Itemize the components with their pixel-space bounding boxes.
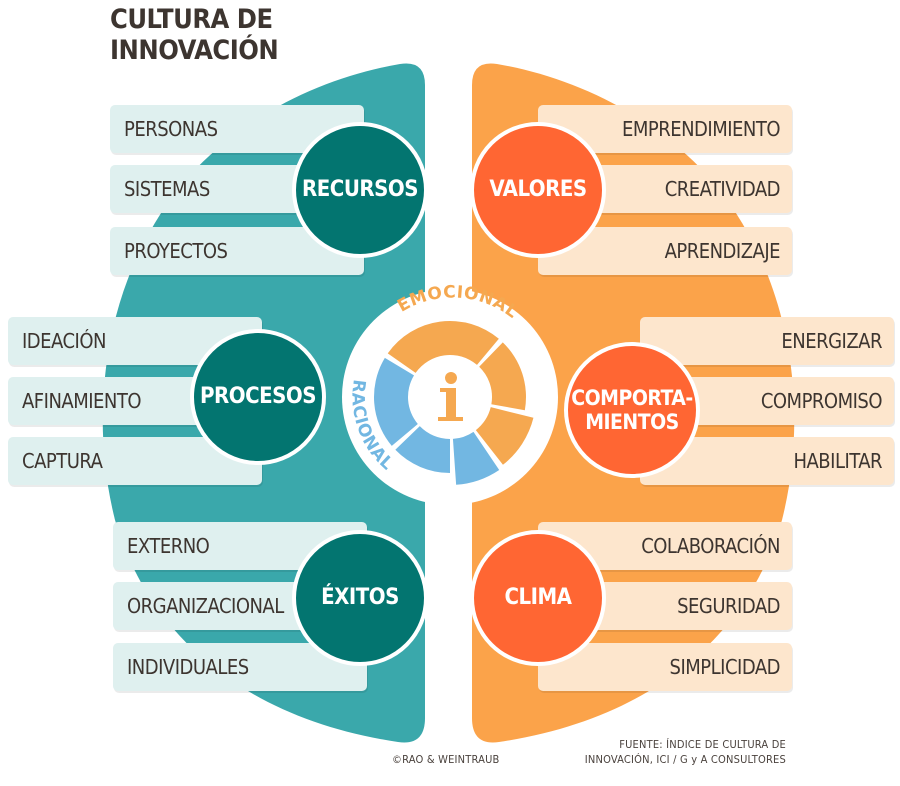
donut-segment [452, 431, 500, 485]
source-line-1: FUENTE: ÍNDICE DE CULTURA DE [619, 738, 786, 751]
procesos-circle: PROCESOS [190, 329, 326, 465]
donut-segment [387, 321, 499, 373]
info-icon [438, 372, 463, 421]
center-donut [373, 321, 534, 485]
exitos-circle: ÉXITOS [292, 530, 428, 666]
comportamientos-circle: COMPORTA- MIENTOS [564, 342, 700, 478]
donut-segment [475, 407, 534, 465]
donut-segment [479, 342, 527, 411]
recursos-circle: RECURSOS [292, 122, 428, 258]
source-text: FUENTE: ÍNDICE DE CULTURA DE INNOVACIÓN,… [585, 737, 786, 767]
item-energizar: ENERGIZAR [640, 317, 894, 365]
item-aprendizaje: APRENDIZAJE [538, 227, 792, 275]
page-title: CULTURA DE INNOVACIÓN [110, 4, 279, 66]
donut-segment [373, 357, 418, 446]
clima-circle: CLIMA [470, 530, 606, 666]
item-ideacion: IDEACIÓN [8, 317, 262, 365]
donut-segment [395, 426, 450, 473]
valores-circle: VALORES [470, 122, 606, 258]
source-line-2: INNOVACIÓN, ICI / G y A CONSULTORES [584, 753, 786, 766]
copyright-text: ©RAO & WEINTRAUB [392, 753, 500, 766]
